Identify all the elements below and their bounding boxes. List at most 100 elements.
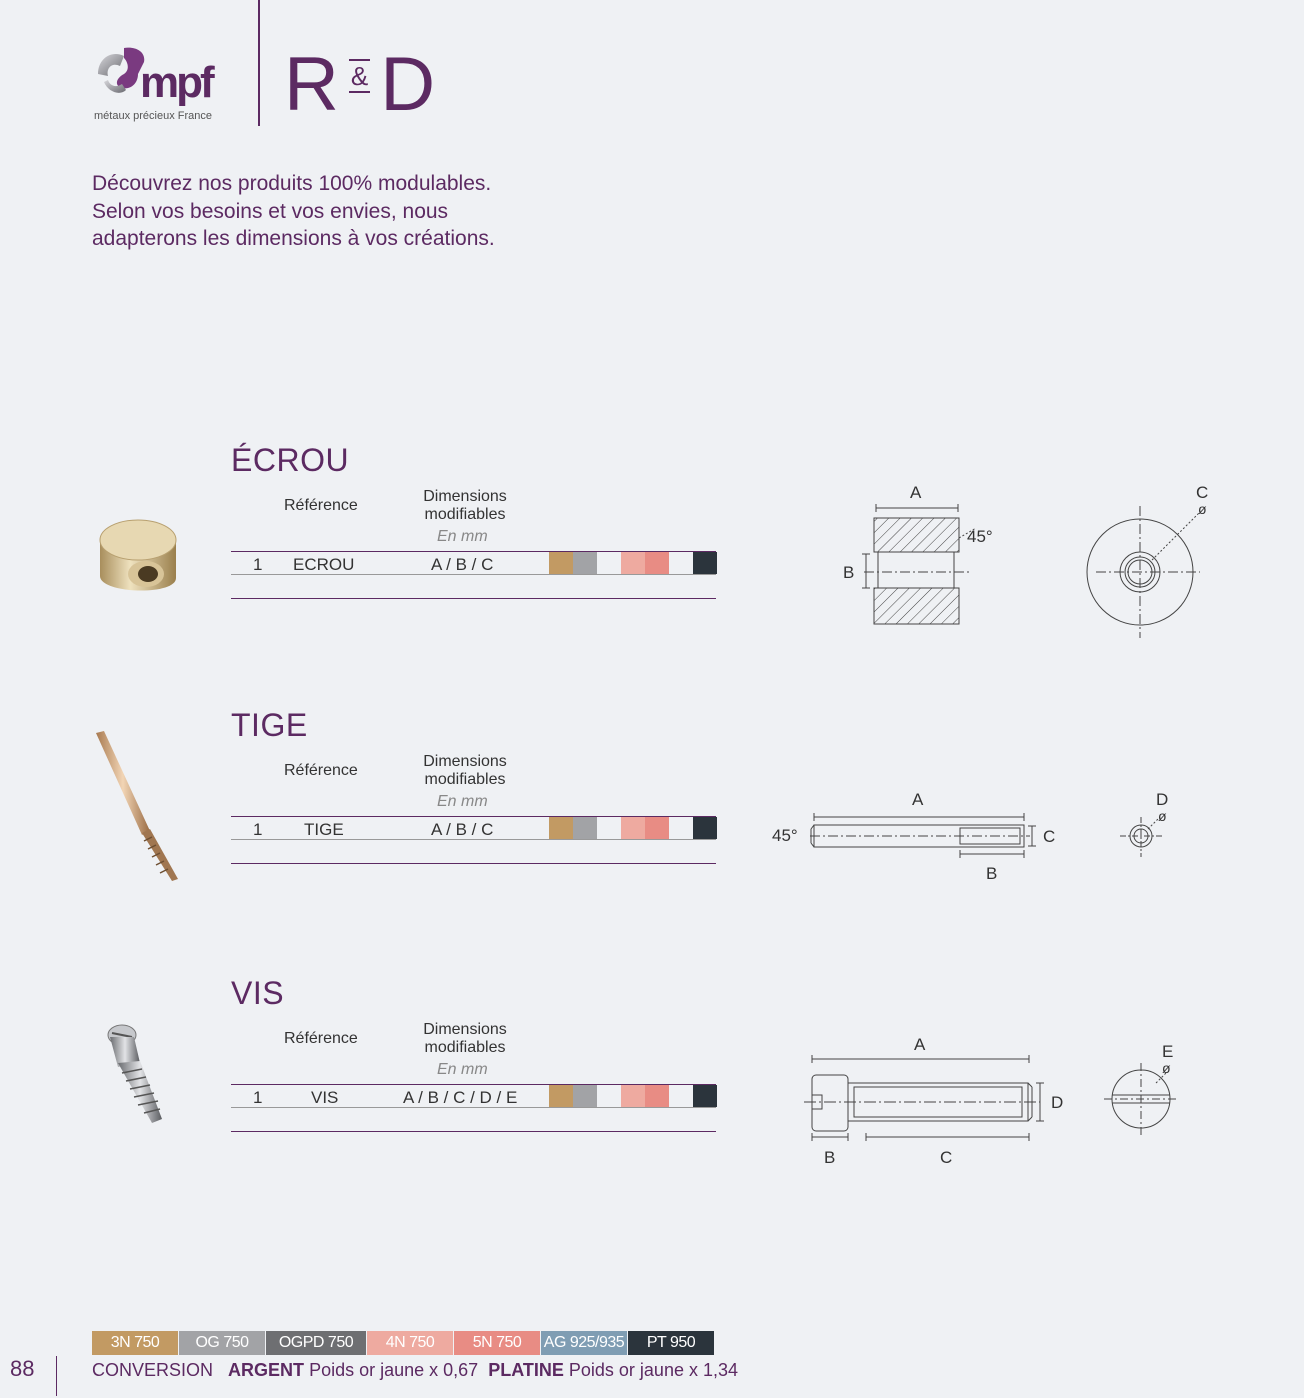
row-reference: ECROU xyxy=(293,555,355,574)
nut-photo-icon xyxy=(99,519,177,591)
dimensions-header-line: Dimensions xyxy=(423,753,507,770)
color-swatch xyxy=(549,552,573,574)
row-top-rule xyxy=(231,816,716,817)
conversion-line: CONVERSION ARGENT Poids or jaune x 0,67 … xyxy=(92,1360,738,1381)
row-number: 1 xyxy=(253,555,263,574)
diameter-symbol: ø xyxy=(1162,1060,1171,1076)
legend-item: PT 950 xyxy=(628,1331,714,1355)
row-reference: TIGE xyxy=(304,820,344,839)
product-section-vis: VIS Référence Dimensions modifiables En … xyxy=(0,973,1304,1193)
screw-end-drawing: E ø xyxy=(1104,1042,1178,1135)
color-swatch xyxy=(621,1085,645,1107)
dim-label-a: A xyxy=(914,1035,926,1054)
intro-line: adapterons les dimensions à vos création… xyxy=(92,227,495,250)
color-swatch xyxy=(693,1085,717,1107)
color-swatch xyxy=(669,552,693,574)
color-swatch xyxy=(597,817,621,839)
color-swatch xyxy=(573,1085,597,1107)
dimensions-header: Dimensions modifiables xyxy=(418,488,512,524)
row-number: 1 xyxy=(253,1088,263,1107)
unit-label: En mm xyxy=(437,528,488,545)
row-dimensions: A / B / C xyxy=(431,820,494,839)
intro-line: Selon vos besoins et vos envies, nous xyxy=(92,199,449,223)
row-dimensions: A / B / C / D / E xyxy=(403,1088,518,1107)
color-swatch xyxy=(621,817,645,839)
legend-item: OG 750 xyxy=(179,1331,265,1355)
logo-mark-icon xyxy=(98,47,145,93)
logo-text: mpf xyxy=(140,58,215,107)
header-divider xyxy=(258,0,260,126)
product-title: ÉCROU xyxy=(231,442,350,478)
dimensions-header: Dimensions modifiables xyxy=(418,1021,512,1057)
product-title: VIS xyxy=(231,975,285,1011)
page-number-divider xyxy=(56,1356,57,1396)
diameter-symbol: ø xyxy=(1158,808,1167,824)
nut-section-drawing: A B 45° xyxy=(843,483,993,625)
dim-label-b: B xyxy=(986,864,997,883)
row-top-rule xyxy=(231,1084,716,1085)
conversion-label: CONVERSION xyxy=(92,1360,214,1380)
unit-label: En mm xyxy=(437,1061,488,1078)
row-bottom-rule xyxy=(231,839,716,840)
rd-letter-r: R xyxy=(284,41,339,127)
section-end-rule xyxy=(231,863,716,864)
color-swatch xyxy=(573,817,597,839)
rd-letter-d: D xyxy=(380,41,436,127)
rod-photo-icon xyxy=(96,731,178,881)
dimensions-header-line: modifiables xyxy=(424,771,506,788)
row-bottom-rule xyxy=(231,574,716,575)
dimensions-header-line: Dimensions xyxy=(423,1021,507,1038)
company-logo: mpf métaux précieux France xyxy=(90,40,240,130)
dimensions-header: Dimensions modifiables xyxy=(418,753,512,789)
color-swatch xyxy=(621,552,645,574)
platine-label: PLATINE xyxy=(488,1360,564,1380)
product-section-ecrou: ÉCROU Référence Dimensions modifiables E… xyxy=(0,440,1304,640)
page-number: 88 xyxy=(10,1356,35,1381)
nut-front-drawing: C ø xyxy=(1086,483,1208,638)
row-dimensions: A / B / C xyxy=(431,555,494,574)
dimensions-header-line: modifiables xyxy=(424,506,506,523)
screw-side-drawing: A D B C xyxy=(804,1035,1063,1167)
unit-label: En mm xyxy=(437,793,488,810)
dim-label-d: D xyxy=(1051,1093,1063,1112)
reference-header: Référence xyxy=(284,762,358,779)
color-swatch xyxy=(693,552,717,574)
color-swatch xyxy=(693,817,717,839)
row-top-rule xyxy=(231,551,716,552)
color-swatch xyxy=(645,552,669,574)
dim-label-b: B xyxy=(843,563,854,582)
product-title: TIGE xyxy=(231,707,308,743)
rd-ampersand: & xyxy=(348,59,371,93)
color-swatch xyxy=(669,1085,693,1107)
reference-header: Référence xyxy=(284,1030,358,1047)
dim-label-d: D xyxy=(1156,790,1168,809)
intro-text: Découvrez nos produits 100% modulables. … xyxy=(92,170,532,253)
row-bottom-rule xyxy=(231,1107,716,1108)
reference-header: Référence xyxy=(284,497,358,514)
rod-side-drawing: A 45° C B xyxy=(772,790,1055,883)
color-swatch xyxy=(645,817,669,839)
screw-photo-icon xyxy=(107,1024,162,1123)
legend-item: AG 925/935 xyxy=(541,1331,627,1355)
dimensions-header-line: modifiables xyxy=(424,1039,506,1056)
argent-label: ARGENT xyxy=(228,1360,305,1380)
color-swatch xyxy=(669,817,693,839)
legend-item: OGPD 750 xyxy=(266,1331,366,1355)
legend-item: 5N 750 xyxy=(454,1331,540,1355)
dim-label-e: E xyxy=(1162,1042,1173,1061)
dim-label-c: C xyxy=(940,1148,952,1167)
platine-text: Poids or jaune x 1,34 xyxy=(568,1360,739,1380)
rd-title: R & D xyxy=(284,42,435,127)
dim-label-b: B xyxy=(824,1148,835,1167)
diameter-symbol: ø xyxy=(1198,501,1207,517)
rod-end-drawing: D ø xyxy=(1120,790,1168,857)
row-number: 1 xyxy=(253,820,263,839)
dim-label-c: C xyxy=(1043,827,1055,846)
section-end-rule xyxy=(231,598,716,599)
angle-label: 45° xyxy=(772,826,798,845)
color-swatch xyxy=(573,552,597,574)
row-reference: VIS xyxy=(311,1088,339,1107)
dim-label-a: A xyxy=(912,790,924,809)
dim-label-a: A xyxy=(910,483,922,502)
argent-text: Poids or jaune x 0,67 xyxy=(309,1360,479,1380)
